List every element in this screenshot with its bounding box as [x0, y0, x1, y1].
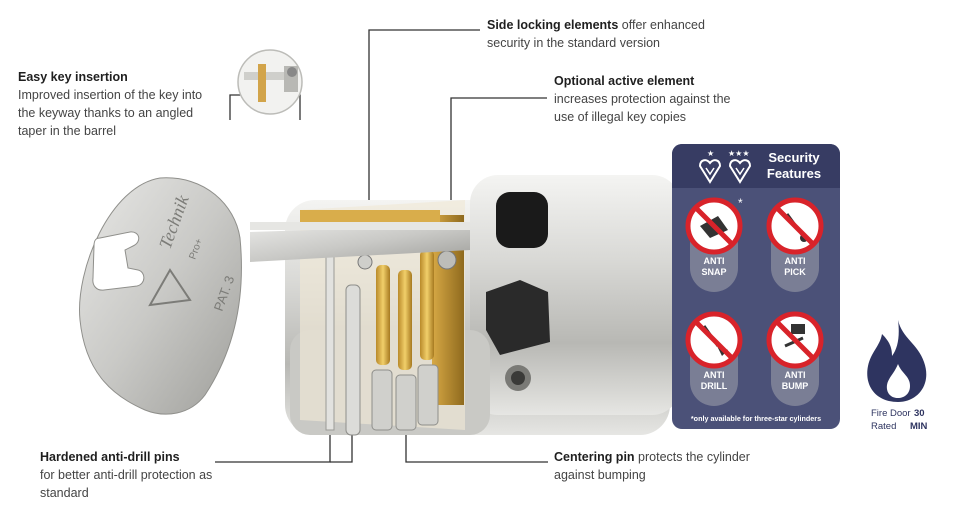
- feature-anti-drill: ANTI DRILL: [684, 310, 744, 410]
- fire-label-line1: Fire Door: [871, 408, 911, 419]
- leader-side: [368, 29, 480, 262]
- security-title-line2: Features: [766, 166, 822, 181]
- feature-label: ANTI PICK: [784, 256, 806, 277]
- feature-label: ANTI DRILL: [700, 370, 728, 391]
- magnifier-inset: [237, 49, 303, 115]
- feature-anti-snap: ANTI SNAP: [684, 196, 744, 296]
- cylinder-body: [285, 175, 680, 435]
- anti-pick-icon: [766, 197, 824, 255]
- svg-text:★★★: ★★★: [728, 149, 750, 158]
- leader-optional: [450, 97, 547, 250]
- callout-side-title: Side locking elements: [487, 18, 619, 32]
- callout-optional-text: increases protection against the use of …: [554, 92, 731, 124]
- callout-easy-title: Easy key insertion: [18, 70, 128, 84]
- pin-stack: [325, 239, 457, 436]
- snap-footnote-mark: *: [738, 196, 743, 210]
- callout-easy-key-insertion: Easy key insertion Improved insertion of…: [18, 68, 208, 140]
- svg-text:★: ★: [707, 149, 714, 158]
- fire-label-line2: Rated: [871, 421, 897, 432]
- feature-anti-bump: ANTI BUMP: [765, 310, 825, 410]
- callout-hardened-title: Hardened anti-drill pins: [40, 450, 180, 464]
- callout-centering-text: protects the cylinder against bumping: [554, 450, 750, 482]
- feature-label: ANTI SNAP: [701, 256, 727, 277]
- fire-rating-value: 30: [914, 408, 925, 419]
- callout-optional-active: Optional active element increases protec…: [554, 72, 754, 126]
- feature-label: ANTI BUMP: [781, 370, 809, 391]
- fire-rating-unit: MIN: [910, 421, 928, 432]
- security-title-line1: Security: [768, 150, 820, 165]
- callout-centering-pin: Centering pin protects the cylinder agai…: [554, 448, 754, 484]
- callout-hardened-text: for better anti-drill protection as stan…: [40, 468, 213, 500]
- feature-anti-pick: ANTI PICK: [765, 196, 825, 296]
- callout-centering-title: Centering pin: [554, 450, 635, 464]
- callout-side-locking: Side locking elements offer enhanced sec…: [487, 16, 747, 52]
- callout-hardened-pins: Hardened anti-drill pins for better anti…: [40, 448, 230, 502]
- anti-snap-icon: [685, 197, 743, 255]
- security-header: ★ ★★★ Security Features: [672, 144, 840, 188]
- key: Technik Pro+ PAT. 3: [79, 177, 470, 415]
- anti-drill-icon: [685, 311, 743, 369]
- anti-bump-icon: [766, 311, 824, 369]
- security-footnote: *only available for three-star cylinders: [690, 414, 822, 423]
- callout-optional-title: Optional active element: [554, 74, 695, 88]
- security-title: Security Features: [754, 150, 834, 182]
- kitemark-three-star-icon: ★★★: [728, 149, 752, 184]
- flame-icon: [867, 320, 927, 402]
- kitemark-one-star-icon: ★: [698, 149, 722, 184]
- security-features-panel: ★ ★★★ Security Features ANTI SNAP *: [672, 144, 840, 429]
- callout-easy-text: Improved insertion of the key into the k…: [18, 88, 203, 138]
- callout-side-text: offer enhanced security in the standard …: [487, 18, 705, 50]
